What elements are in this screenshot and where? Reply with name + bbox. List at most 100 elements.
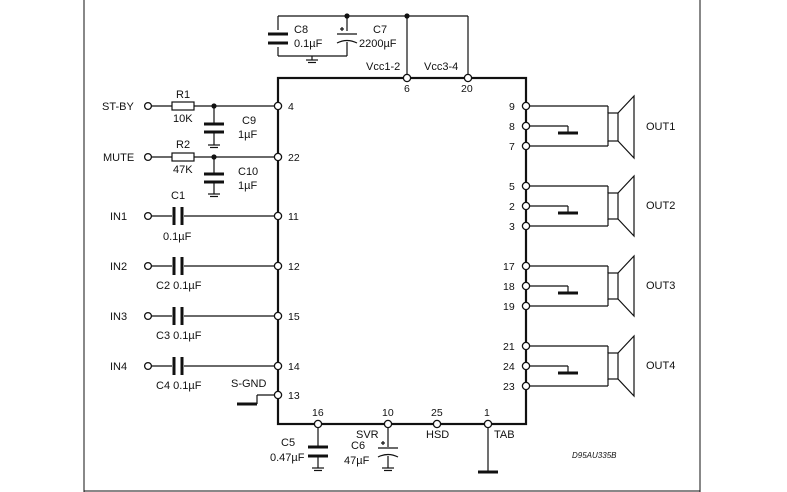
c8-name: C8	[294, 24, 308, 36]
pin-8-label: 8	[509, 121, 515, 133]
pin-18	[521, 281, 531, 291]
pin-12	[273, 261, 283, 271]
c7-name: C7	[373, 24, 387, 36]
pin-16-label: 16	[312, 407, 324, 419]
pin-18-label: 18	[503, 281, 515, 293]
pin-15-label: 15	[288, 311, 300, 323]
pin-17-label: 17	[503, 261, 515, 273]
pin-21-label: 21	[503, 341, 515, 353]
pin-7-label: 7	[509, 141, 515, 153]
in1-terminal	[143, 211, 153, 221]
stby-label: ST-BY	[102, 101, 134, 113]
pin-15	[273, 311, 283, 321]
pin-5	[521, 181, 531, 191]
pin-1-label: 1	[484, 407, 490, 419]
pin-25	[432, 419, 442, 429]
pin-2-label: 2	[509, 201, 515, 213]
r2-value: 47K	[173, 164, 193, 176]
output-network	[526, 105, 609, 387]
out4-label: OUT4	[646, 360, 675, 372]
pin-19-label: 19	[503, 301, 515, 313]
sgnd-network	[237, 394, 278, 406]
pin-4	[273, 101, 283, 111]
pin-16	[313, 419, 323, 429]
pin-24	[521, 361, 531, 371]
c1-value: 0.1µF	[163, 231, 192, 243]
pin-8	[521, 121, 531, 131]
stby-network	[150, 101, 278, 149]
pin-13	[273, 390, 283, 400]
svr-label: SVR	[356, 429, 379, 441]
pin-4-label: 4	[288, 101, 294, 113]
sgnd-label: S-GND	[231, 378, 267, 390]
mute-network	[150, 152, 278, 198]
frame	[83, 0, 701, 492]
pin-14-label: 14	[288, 361, 300, 373]
in3-terminal	[143, 311, 153, 321]
c3-label: C3 0.1µF	[156, 330, 202, 342]
out3-label: OUT3	[646, 280, 675, 292]
input-network	[150, 207, 278, 375]
pin-13-label: 13	[288, 390, 300, 402]
r1-name: R1	[176, 89, 190, 101]
pin-5-label: 5	[509, 181, 515, 193]
vcc34-label: Vcc3-4	[424, 61, 458, 73]
pin-22	[273, 152, 283, 162]
r2-name: R2	[176, 139, 190, 151]
hsd-label: HSD	[426, 429, 449, 441]
pin-9	[521, 101, 531, 111]
pin-6-label: 6	[404, 83, 410, 95]
c4-label: C4 0.1µF	[156, 380, 202, 392]
pin-11-label: 11	[288, 211, 299, 223]
r1-value: 10K	[173, 113, 193, 125]
out1-label: OUT1	[646, 121, 675, 133]
pin-20-label: 20	[461, 83, 473, 95]
c5-value: 0.47µF	[270, 452, 305, 464]
c9-name: C9	[242, 115, 256, 127]
pin-10	[383, 419, 393, 429]
vcc12-label: Vcc1-2	[366, 61, 400, 73]
pin-24-label: 24	[503, 361, 515, 373]
pin-3-label: 3	[509, 221, 515, 233]
out2-label: OUT2	[646, 200, 675, 212]
pin-17	[521, 261, 531, 271]
bottom-network	[308, 424, 498, 474]
pin-23-label: 23	[503, 381, 515, 393]
c1-name: C1	[171, 190, 185, 202]
pin-14	[273, 361, 283, 371]
c10-name: C10	[238, 166, 258, 178]
pin-1	[483, 419, 493, 429]
in3-label: IN3	[110, 311, 127, 323]
in1-label: IN1	[110, 211, 127, 223]
ic-body	[276, 76, 528, 426]
pin-9-label: 9	[509, 101, 515, 113]
c6-value: 47µF	[344, 455, 370, 467]
pin-3	[521, 221, 531, 231]
speaker-out2-icon	[607, 174, 635, 238]
pin-20	[463, 73, 473, 83]
speaker-out1-icon	[607, 94, 635, 160]
pin-2	[521, 201, 531, 211]
c7-value: 2200µF	[359, 38, 397, 50]
c6-name: C6	[351, 440, 365, 452]
c10-value: 1µF	[238, 180, 257, 192]
pin-11	[273, 211, 283, 221]
in4-terminal	[143, 361, 153, 371]
reference-code: D95AU335B	[572, 451, 617, 460]
speaker-out4-icon	[607, 334, 635, 398]
pin-23	[521, 381, 531, 391]
in2-label: IN2	[110, 261, 127, 273]
in2-terminal	[143, 261, 153, 271]
pin-25-label: 25	[431, 407, 443, 419]
supply-network	[268, 13, 469, 78]
c5-name: C5	[281, 437, 295, 449]
pin-6	[402, 73, 412, 83]
pin-12-label: 12	[288, 261, 300, 273]
mute-terminal	[143, 152, 153, 162]
pin-22-label: 22	[288, 152, 300, 164]
pin-10-label: 10	[382, 407, 394, 419]
pin-19	[521, 301, 531, 311]
tab-label: TAB	[494, 429, 515, 441]
c2-label: C2 0.1µF	[156, 280, 202, 292]
